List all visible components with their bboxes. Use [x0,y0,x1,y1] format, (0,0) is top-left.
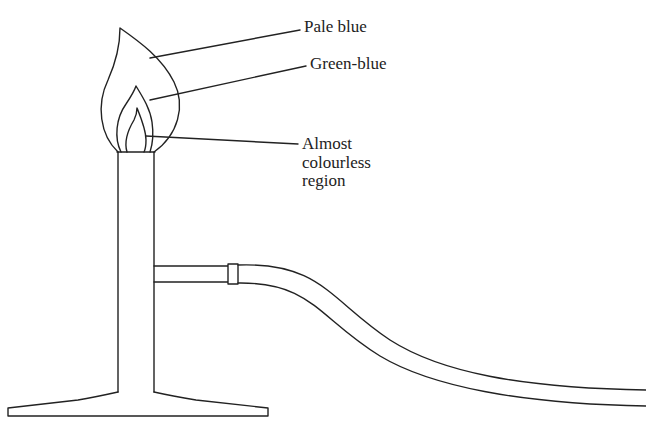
burner-base [8,392,268,416]
barrel [117,152,155,392]
gas-inlet [154,264,238,284]
outer-flame [101,28,179,152]
inner-cone [126,108,146,152]
leader-line [150,66,306,100]
leader-line [146,136,298,144]
rubber-hose [238,283,646,406]
part-label: Pale blue [304,18,424,37]
part-label: Green-blue [310,55,430,74]
rubber-hose [238,265,646,390]
part-label: Almost colourless region [302,135,388,191]
middle-cone [117,86,153,152]
leader-line [150,30,300,58]
